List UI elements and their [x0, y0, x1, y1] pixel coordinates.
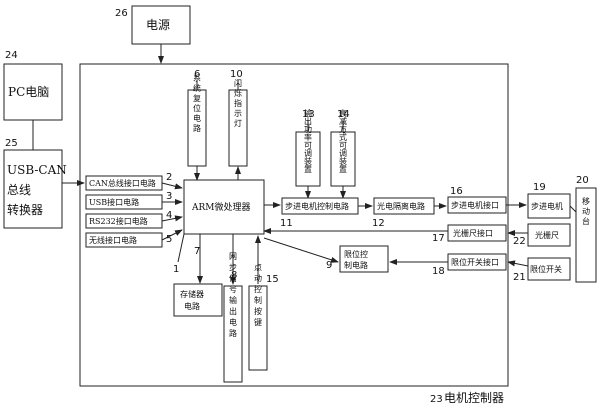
- can-if-label: CAN总线接口电路: [89, 178, 156, 188]
- label-9: 9: [326, 260, 332, 271]
- rs232-if-label: RS232接口电路: [89, 216, 148, 226]
- limit-ctrl-label-1: 限位控: [344, 249, 368, 259]
- limit-switch-label: 限位开关: [530, 264, 562, 274]
- label-25: 25: [5, 138, 18, 149]
- stepper-motor-box: [527, 193, 571, 219]
- limit-ctrl-label-2: 制电路: [344, 260, 368, 270]
- controller-frame: [79, 63, 509, 387]
- label-16: 16: [450, 186, 463, 197]
- label-2: 2: [166, 172, 172, 183]
- label-21: 21: [513, 272, 526, 283]
- stepper-motor-label: 步进电机: [531, 201, 563, 211]
- grating-if-box: [447, 224, 507, 242]
- wireless-if-label: 无线接口电路: [89, 235, 137, 245]
- memory-box: [173, 283, 223, 317]
- stage-label: 移动台: [582, 196, 591, 227]
- label-23: 23: [430, 394, 443, 405]
- reset-label: 系统复位电路: [193, 73, 202, 134]
- stepper-if-label: 步进电机接口: [451, 200, 499, 210]
- can-arrow: [161, 182, 183, 190]
- memory-label-1: 存储器: [180, 289, 204, 299]
- label-15: 15: [266, 274, 279, 285]
- label-19: 19: [533, 182, 546, 193]
- label-8: 8: [231, 270, 237, 281]
- limit-if-box: [447, 253, 507, 271]
- limit-switch-box: [527, 257, 571, 281]
- motor-stage-link: [569, 205, 577, 213]
- label-24: 24: [5, 50, 18, 61]
- label-7: 7: [194, 246, 200, 257]
- arm-limit-arrow: [263, 237, 339, 263]
- pc-box: [3, 63, 63, 121]
- opto-label: 光电隔离电路: [377, 201, 425, 211]
- memory-label-2: 电路: [184, 301, 200, 311]
- limit-if-label: 限位开关接口: [451, 257, 499, 267]
- wireless-arrow: [161, 229, 183, 241]
- decay-label: 衰减方式可调装置: [339, 108, 348, 173]
- label-20: 20: [576, 175, 589, 186]
- grating-if-label: 光栅尺接口: [453, 228, 493, 238]
- power-label: 电源: [146, 18, 170, 32]
- usbcan-label-3: 转换器: [7, 202, 43, 217]
- label-22: 22: [513, 236, 526, 247]
- label-11: 11: [280, 218, 293, 229]
- label-12: 12: [372, 218, 385, 229]
- grating-box: [527, 223, 571, 247]
- out-power-label: 输出功率可调装置: [304, 108, 313, 173]
- usbcan-label-2: 总线: [7, 183, 31, 197]
- label-10: 10: [230, 69, 243, 80]
- controller-label: 电机控制器: [444, 391, 504, 405]
- rs232-arrow: [161, 215, 183, 222]
- limit-switch-arrow: [507, 260, 529, 267]
- grating-label: 光栅尺: [535, 230, 559, 240]
- label-26: 26: [115, 8, 128, 19]
- stepper-ctrl-label: 步进电机控制电路: [285, 201, 349, 211]
- sync-label: 网步信号输出电路: [229, 252, 238, 340]
- sync-box: [223, 285, 243, 383]
- limit-ctrl-box: [339, 245, 389, 273]
- label-18: 18: [432, 266, 445, 277]
- usbcan-box: [3, 149, 63, 229]
- arm-label: ARM微处理器: [191, 201, 251, 213]
- flash-led-label: 闪烁指示灯: [234, 79, 243, 129]
- pc-label: PC电脑: [8, 85, 49, 99]
- label-3: 3: [166, 191, 172, 202]
- jog-box: [248, 285, 268, 371]
- label-1: 1: [173, 264, 179, 275]
- arm-box: [183, 179, 265, 235]
- label-1-leader: [177, 233, 185, 263]
- usb-if-label: USB接口电路: [89, 197, 139, 207]
- label-17: 17: [432, 233, 445, 244]
- label-6: 6: [194, 69, 200, 80]
- stage-box: [575, 187, 597, 283]
- jog-label: 点动控制按键: [254, 263, 263, 329]
- label-13: 13: [302, 109, 315, 120]
- label-4: 4: [166, 210, 172, 221]
- label-5: 5: [166, 234, 172, 245]
- out-power-box: [295, 131, 321, 187]
- usbcan-label-1: USB-CAN: [7, 163, 67, 177]
- label-14: 14: [337, 109, 350, 120]
